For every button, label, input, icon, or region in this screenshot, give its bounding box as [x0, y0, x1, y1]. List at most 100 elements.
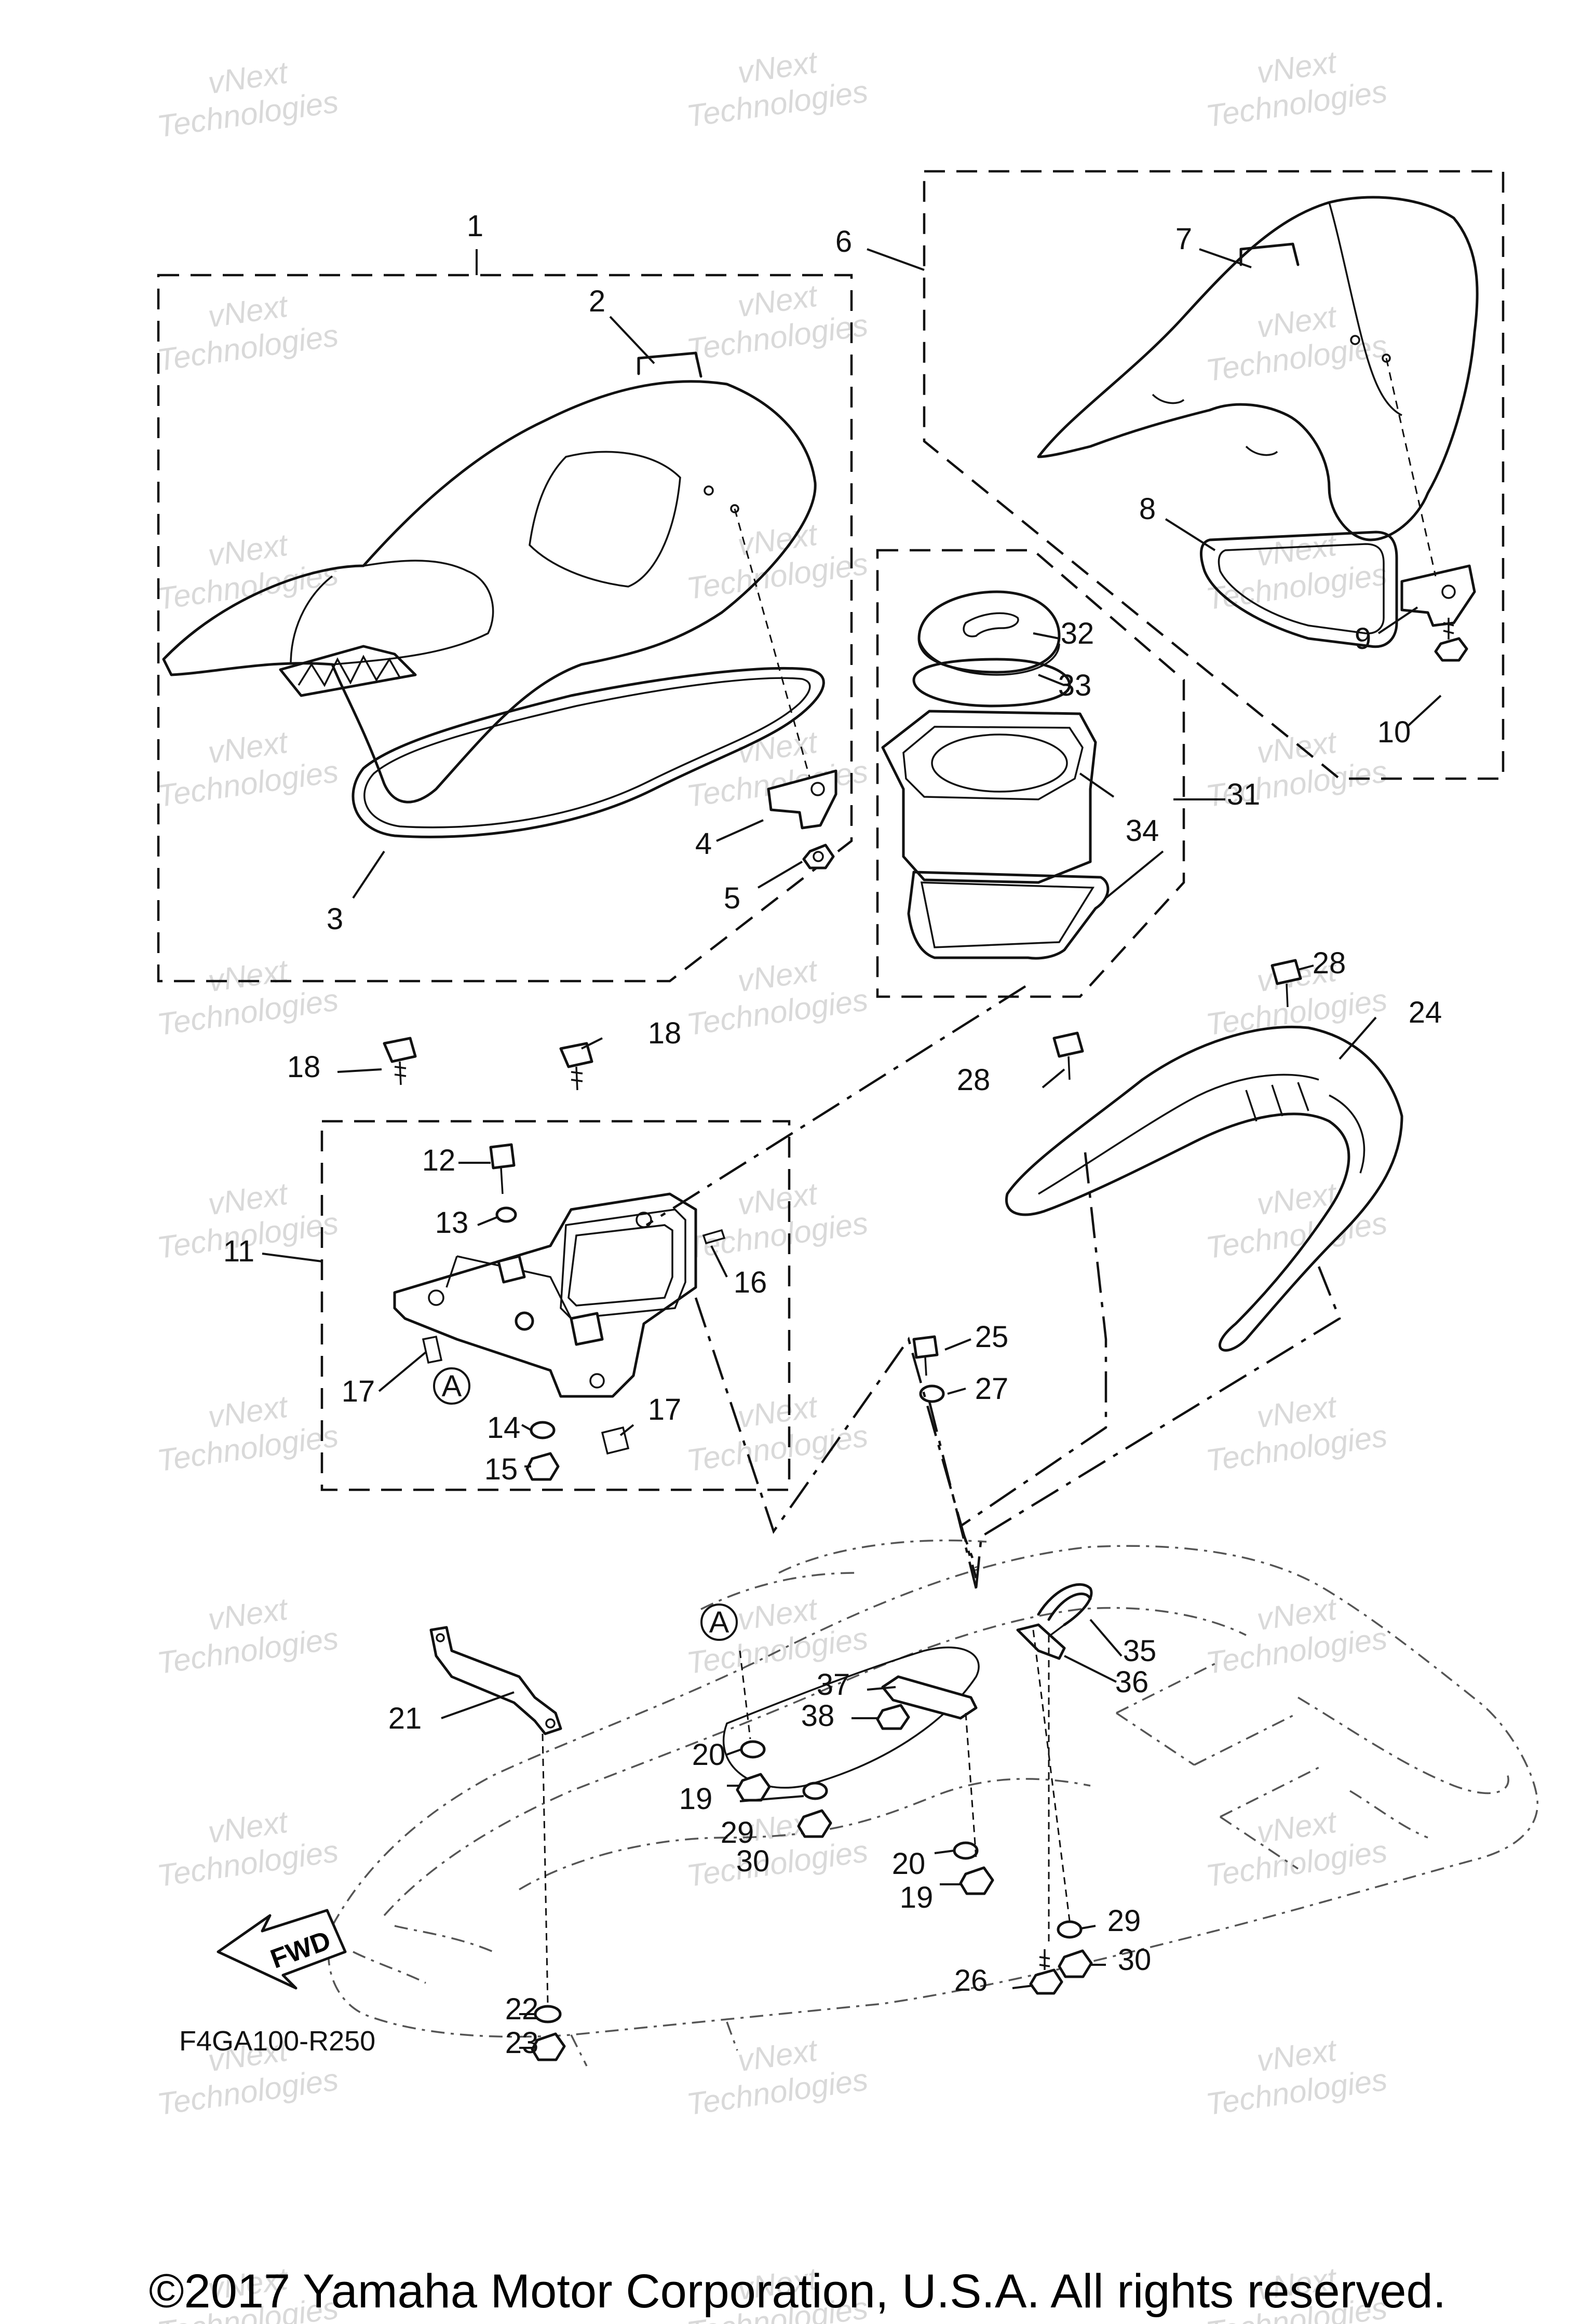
washer-27 — [919, 1384, 945, 1403]
nut-15 — [525, 1452, 560, 1481]
rear-seat-frame — [1199, 531, 1398, 648]
callout-15: 15 — [484, 1452, 518, 1486]
nut-19-a — [736, 1773, 771, 1802]
group-box-hatch — [320, 1120, 791, 1491]
callout-18: 18 — [648, 1016, 682, 1050]
callout-10: 10 — [1377, 715, 1411, 749]
marker-a-hatch: A — [433, 1367, 470, 1405]
bolt-18-right — [559, 1042, 593, 1091]
washer-22 — [534, 2005, 562, 2023]
bolt-28-right — [1270, 959, 1302, 1008]
callout-24: 24 — [1409, 996, 1442, 1029]
marker-a-hull: A — [700, 1603, 738, 1641]
nut-19-b — [959, 1866, 994, 1895]
seat-assembly — [162, 351, 817, 804]
fwd-arrow: FWD — [217, 1909, 347, 1990]
lead-lines — [262, 248, 1442, 2049]
callout-21: 21 — [388, 1702, 422, 1735]
washer-20-a — [740, 1740, 766, 1759]
callout-3: 3 — [327, 902, 343, 936]
assembly-centerlines — [645, 985, 1341, 1589]
callout-17: 17 — [342, 1375, 375, 1408]
callout-23: 23 — [505, 2026, 539, 2060]
callout-31: 31 — [1227, 778, 1261, 811]
nut-23 — [531, 2032, 566, 2061]
callout-20: 20 — [892, 1847, 926, 1881]
label-16 — [702, 1229, 726, 1245]
callout-30: 30 — [1118, 1943, 1152, 1977]
seat-frame — [352, 667, 825, 838]
callout-33: 33 — [1058, 669, 1092, 702]
callout-17: 17 — [648, 1393, 682, 1426]
hatch-frame — [393, 1192, 697, 1398]
callout-20: 20 — [692, 1738, 726, 1772]
bracket-21 — [429, 1626, 562, 1735]
rear-seat-bracket — [1400, 564, 1476, 627]
callout-22: 22 — [505, 1992, 539, 2026]
callout-28: 28 — [957, 1063, 991, 1097]
callout-32: 32 — [1061, 617, 1094, 650]
plate-37 — [881, 1675, 978, 1720]
svg-text:A: A — [709, 1606, 729, 1639]
callout-11: 11 — [223, 1234, 254, 1268]
nut-30-b — [1058, 1949, 1093, 1978]
callout-9: 9 — [1355, 622, 1371, 656]
washer-29-b — [1057, 1920, 1083, 1939]
label-17b — [601, 1426, 630, 1455]
callout-13: 13 — [435, 1206, 469, 1240]
callout-35: 35 — [1123, 1634, 1157, 1668]
callout-27: 27 — [975, 1372, 1009, 1406]
callout-38: 38 — [801, 1699, 835, 1733]
callout-6: 6 — [835, 225, 852, 259]
bolt-26 — [1029, 1949, 1063, 1995]
callout-4: 4 — [695, 827, 712, 861]
washer-14 — [530, 1421, 556, 1439]
callout-16: 16 — [734, 1266, 767, 1299]
callout-19: 19 — [679, 1782, 713, 1816]
hull-outline — [327, 1539, 1538, 2067]
callout-29: 29 — [1107, 1904, 1141, 1938]
callout-7: 7 — [1175, 222, 1192, 256]
callout-19: 19 — [900, 1881, 934, 1914]
callout-12: 12 — [422, 1144, 456, 1177]
callout-2: 2 — [589, 284, 605, 318]
o-ring — [912, 658, 1071, 708]
label-17a — [422, 1335, 443, 1364]
callout-5: 5 — [724, 881, 740, 915]
screw-12 — [489, 1143, 516, 1194]
washer-20-b — [953, 1841, 979, 1860]
bolt-28-left — [1052, 1031, 1084, 1080]
callout-36: 36 — [1115, 1665, 1149, 1699]
callout-1: 1 — [467, 209, 483, 243]
nut-30-a — [797, 1809, 832, 1838]
washer-29-a — [802, 1782, 828, 1800]
callout-37: 37 — [817, 1668, 850, 1702]
nut-5 — [802, 844, 835, 869]
nut-38 — [876, 1704, 910, 1730]
watermark-layer: vNextTechnologiesvNextTechnologiesvNextT… — [155, 45, 1389, 2324]
callout-29: 29 — [721, 1816, 754, 1850]
rear-seat-7 — [1037, 196, 1479, 541]
bolt-18-left — [383, 1037, 417, 1085]
group-box-seat — [157, 274, 853, 983]
callout-25: 25 — [975, 1320, 1009, 1354]
svg-text:A: A — [442, 1369, 462, 1403]
callout-34: 34 — [1126, 814, 1159, 848]
screw-25 — [912, 1335, 939, 1376]
group-box-storage — [876, 549, 1185, 998]
callout-18: 18 — [287, 1050, 321, 1084]
washer-13 — [495, 1206, 517, 1223]
diagram-code: F4GA100-R250 — [179, 2026, 375, 2057]
bolt-10 — [1434, 618, 1468, 662]
storage-bucket — [881, 710, 1110, 960]
storage-cap — [917, 590, 1061, 676]
callout-28: 28 — [1313, 946, 1346, 980]
callout-8: 8 — [1139, 492, 1156, 526]
seat-bracket — [767, 769, 837, 830]
callout-26: 26 — [954, 1964, 988, 1997]
callout-14: 14 — [487, 1411, 521, 1445]
copyright-notice: ©2017 Yamaha Motor Corporation, U.S.A. A… — [149, 2265, 1446, 2318]
grab-handle — [1005, 1025, 1403, 1352]
